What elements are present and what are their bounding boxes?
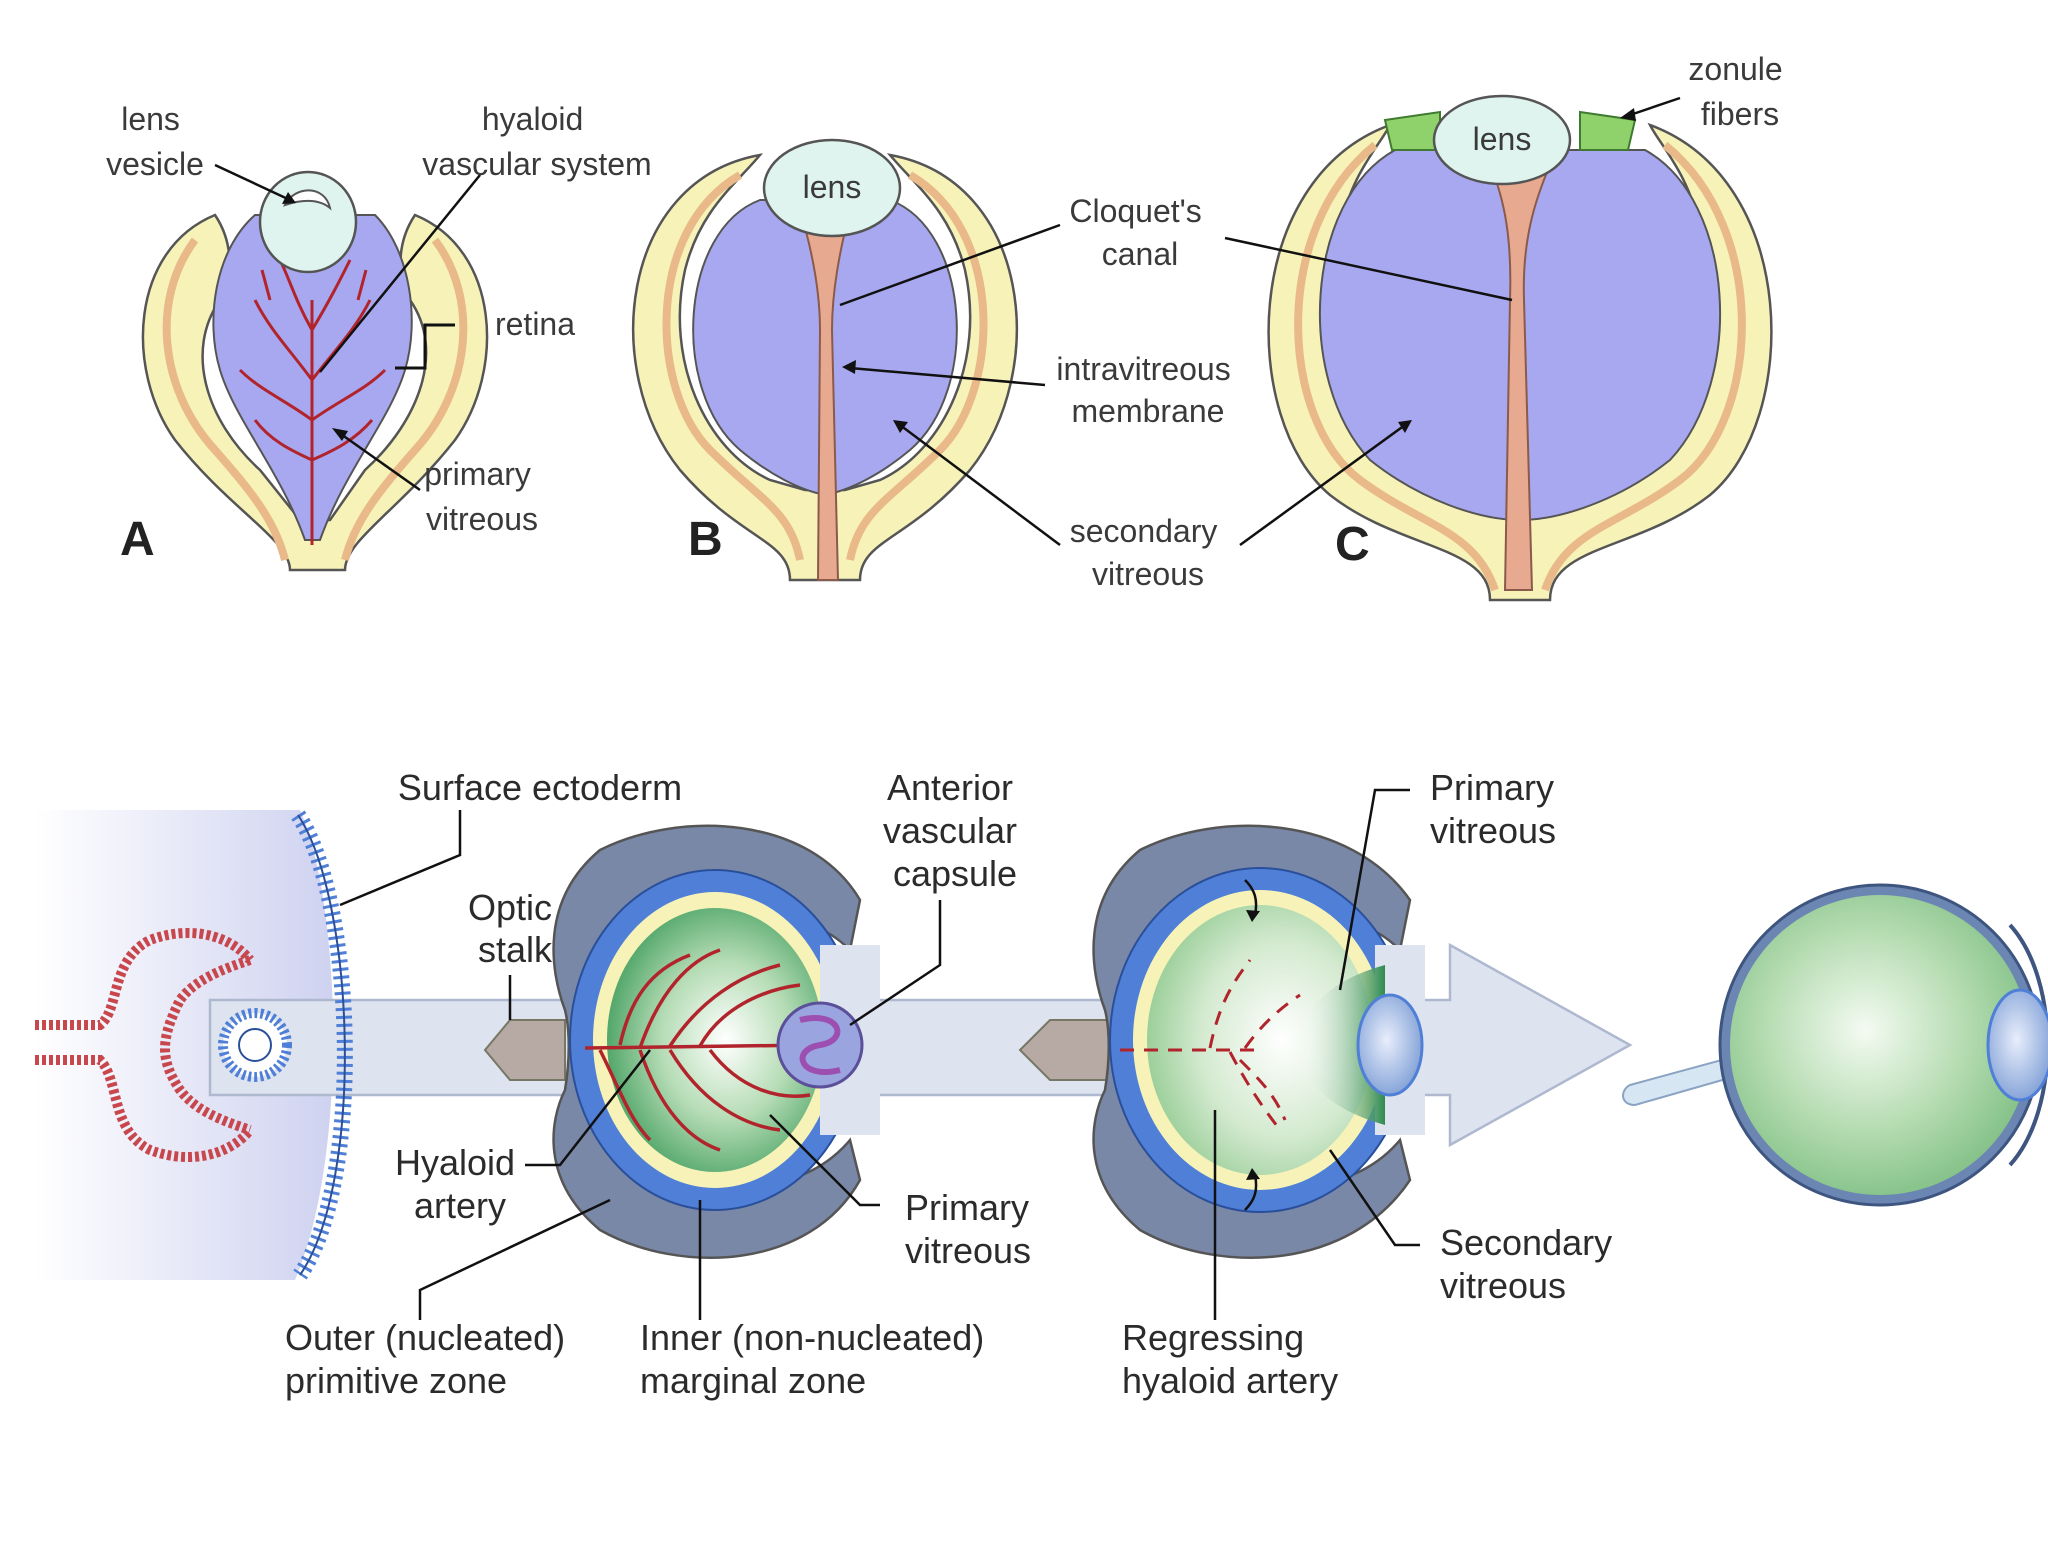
panel-a-retina-bracket [395,323,455,370]
secondary-leader-b [899,424,1061,546]
panel-a-optic-cup [141,213,489,572]
panel-a-label-primary-vitreous: primary vitreous [424,456,540,537]
optic-vesicle-outline [35,928,254,1162]
eye-stage-2-regressing-vessels [1120,959,1301,1131]
surface-ectoderm-edge [297,814,346,1276]
panel-b-lens [762,138,902,238]
panel-c: lens C zonule fibers [1267,51,1791,602]
hyaloid-artery-leader [525,1049,651,1167]
panel-b-retina-band-left [662,171,804,561]
label-hyaloid-artery: Hyaloid artery [395,1142,525,1226]
panel-a-lens-vesicle-lumen [283,189,332,211]
panel-a-label-hyaloid: hyaloid vascular system [422,101,651,182]
anterior-vascular-capsule-vessels [799,1015,841,1075]
primary-vitreous-mid-leader [769,1114,880,1207]
label-secondary-vitreous: secondary vitreous [1070,513,1227,592]
panel-a-hyaloid-leader [319,174,481,373]
panel-a-lens-vesicle-leader [214,163,291,202]
panel-a-hyaloid-vessels [238,259,387,545]
label-intravitreous-membrane: intravitreous membrane [1056,351,1239,429]
lens-placode-inner [238,1028,272,1062]
secondary-vitreous-leader [1328,1149,1420,1247]
eye-stage-2-inward-arrowhead-top [1246,910,1260,922]
mature-eye-lens [1986,988,2048,1102]
panel-a: lens vesicle hyaloid vascular system ret… [106,101,652,572]
panel-a-primary-vitreous-arrowhead [332,428,348,441]
cloquet-leader-c [1224,236,1513,302]
outer-zone-leader [418,1198,611,1320]
panel-a-lens-vesicle [258,170,358,274]
panel-b-optic-cup [632,153,1018,582]
panel-a-retina-band-right [341,237,468,561]
anterior-capsule-leader [849,900,942,1027]
panel-c-letter: C [1335,518,1370,571]
eye-stage-1-vitreous [607,908,823,1172]
intravitreous-leader [849,366,1046,387]
intravitreous-arrowhead [842,360,856,374]
panel-a-label-lens-vesicle: lens vesicle [106,101,204,182]
panel-b-letter: B [688,513,723,566]
panel-a-retina-band-left [162,237,289,561]
eye-stage-2-vitreous [1147,905,1373,1175]
eye-stage-2-lens [1356,993,1424,1097]
panel-c-retina-band-right [1541,141,1746,592]
eye-stage-2-primary-vitreous-cone [1300,965,1385,1125]
optic-stalk-1 [483,1019,566,1081]
panel-c-retina-band-left [1294,141,1499,592]
secondary-arrowhead-c [1398,420,1412,433]
panel-b-lens-label: lens [803,169,862,205]
panel-c-lens [1432,94,1572,186]
panel-c-lens-label: lens [1473,121,1532,157]
cloquet-leader-b [839,223,1061,307]
surface-ectoderm-leader [339,810,462,907]
panel-c-zonule-leader [1629,96,1681,117]
panel-b-retina-band-right [846,171,988,561]
label-secondary-vitreous-bottom: Secondary vitreous [1440,1222,1622,1306]
panel-c-zonule-right [1579,110,1637,151]
primary-vitreous-top-leader [1338,788,1410,991]
panel-b-cloquet-canal [798,209,852,581]
label-anterior-vascular-capsule: Anterior vascular capsule [883,767,1027,894]
panel-a-label-retina: retina [495,306,575,342]
panel-c-cloquet-canal [1488,164,1552,591]
label-inner-zone: Inner (non-nucleated) marginal zone [640,1317,994,1401]
secondary-leader-c [1239,423,1406,547]
panel-b: lens B [632,138,1018,582]
ectoderm-background [35,810,334,1280]
secondary-arrowhead-b [893,420,908,433]
panel-c-zonule-left [1383,110,1441,151]
bottom-sequence: Surface ectoderm Optic stalk Anterior va… [35,767,2048,1401]
panel-c-zonule-arrowhead [1620,108,1636,121]
label-outer-zone: Outer (nucleated) primitive zone [285,1317,575,1401]
label-regressing-hyaloid-artery: Regressing hyaloid artery [1122,1317,1338,1401]
mature-eye-vitreous [1730,895,2030,1195]
panel-a-primary-vitreous-leader [337,430,421,492]
shared-top-labels: Cloquet's canal intravitreous membrane s… [839,193,1513,592]
label-primary-vitreous-top: Primary vitreous [1430,767,1564,851]
label-surface-ectoderm: Surface ectoderm [398,767,682,808]
label-primary-vitreous-mid: Primary vitreous [905,1187,1039,1271]
panel-c-label-zonule: zonule fibers [1688,51,1791,132]
label-optic-stalk: Optic stalk [468,887,562,970]
label-cloquet-canal: Cloquet's canal [1069,193,1210,272]
panel-a-lens-vesicle-arrowhead [282,192,296,204]
panel-a-letter: A [120,513,155,566]
eye-stage-2-inward-arrowhead-bottom [1246,1168,1260,1180]
